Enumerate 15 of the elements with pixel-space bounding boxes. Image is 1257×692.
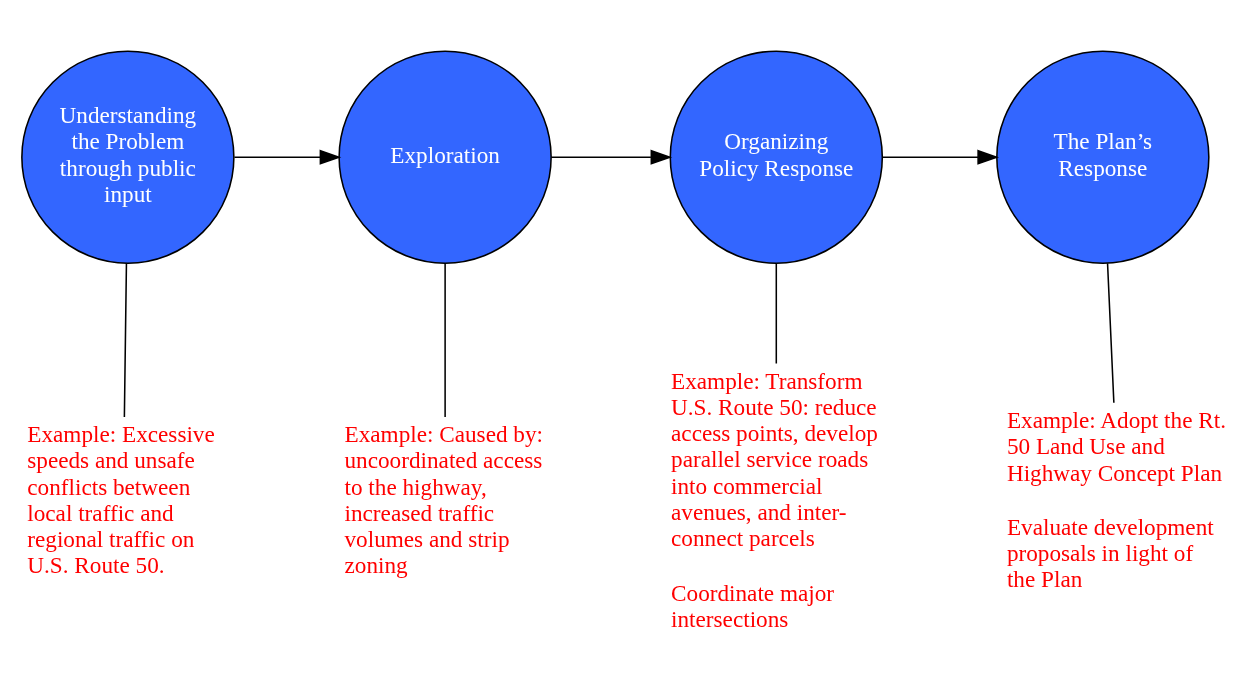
- node-text: Example: Transform U.S. Route 50: reduce access points, develop parallel service roads into commercial avenues, and inter-connect parcels Coordinate major intersections: [671, 367, 878, 632]
- connector: [1106, 262, 1115, 404]
- node-circle: Organizing Policy Response: [669, 50, 884, 264]
- node-text: Example: Excessive speeds and unsafe conflicts between local traffic and regional traffic on U.S. Route 50.: [27, 420, 215, 579]
- arrow: [550, 149, 673, 165]
- connector: [123, 262, 128, 418]
- connector: [775, 262, 778, 365]
- node-circle: The Plan’s Response: [996, 50, 1210, 264]
- node-circle: Exploration: [338, 50, 552, 264]
- arrow: [233, 149, 342, 165]
- arrow: [882, 149, 1000, 165]
- node-text: Example: Caused by: uncoordinated access to the highway, increased traffic volumes and strip zoning: [344, 420, 544, 579]
- node-text: Example: Adopt the Rt. 50 Land Use and Highway Concept Plan Evaluate development proposals in light of the Plan: [1006, 407, 1226, 593]
- node-circle: Understanding the Problem through public input: [21, 50, 235, 264]
- connector: [444, 262, 446, 418]
